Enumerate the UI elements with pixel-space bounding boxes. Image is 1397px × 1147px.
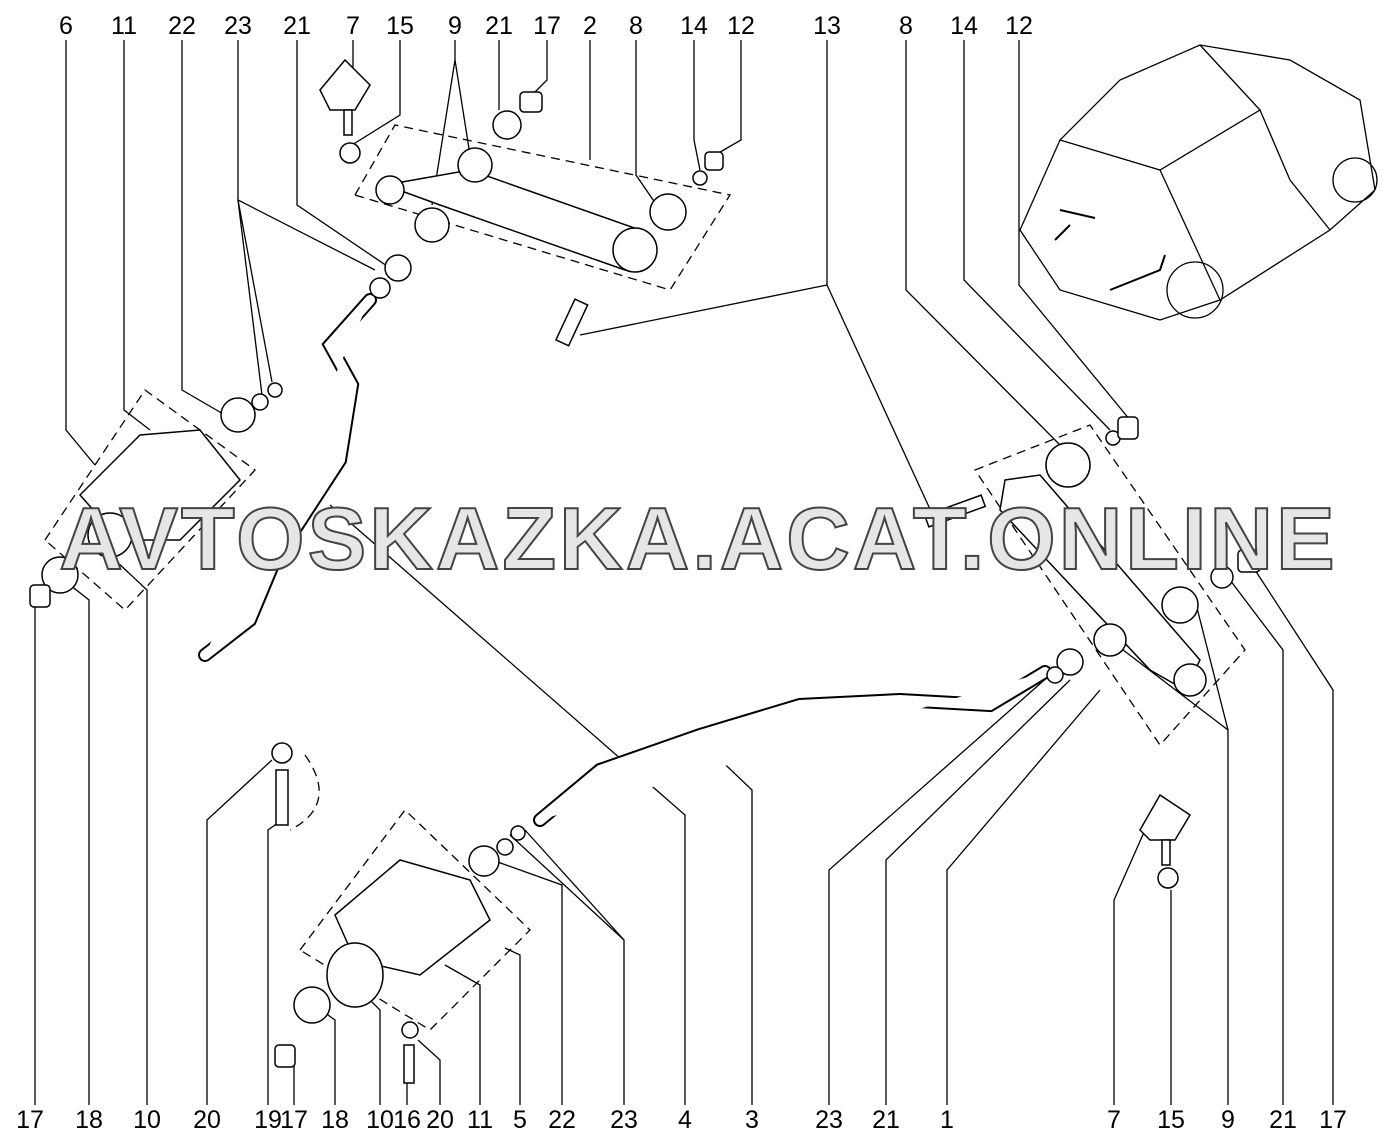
callout-22: 22: [548, 1106, 576, 1134]
assembly-outlines: [44, 124, 1246, 1031]
ball-joint-top: [319, 58, 371, 111]
callout-19: 19: [254, 1106, 282, 1134]
callout-23: 23: [610, 1106, 638, 1134]
callout-12: 12: [727, 12, 755, 40]
callout-2: 2: [583, 12, 597, 40]
callout-21: 21: [485, 12, 513, 40]
callout-21: 21: [283, 12, 311, 40]
callout-18: 18: [321, 1106, 349, 1134]
callout-1: 1: [940, 1106, 954, 1134]
callout-13: 13: [813, 12, 841, 40]
callout-8: 8: [629, 12, 643, 40]
callout-16: 16: [393, 1106, 421, 1134]
callout-14: 14: [680, 12, 708, 40]
callout-14: 14: [950, 12, 978, 40]
callout-8: 8: [899, 12, 913, 40]
callout-17: 17: [1319, 1106, 1347, 1134]
callout-20: 20: [193, 1106, 221, 1134]
callout-17: 17: [280, 1106, 308, 1134]
callout-22: 22: [168, 12, 196, 40]
car-sketch: [1019, 44, 1378, 321]
callout-21: 21: [1269, 1106, 1297, 1134]
callout-18: 18: [75, 1106, 103, 1134]
callout-15: 15: [1157, 1106, 1185, 1134]
callout-12: 12: [1005, 12, 1033, 40]
watermark: AVTOSKAZKA.ACAT.ONLINE: [58, 488, 1338, 589]
ball-joint-bottom: [1139, 793, 1192, 841]
callout-11: 11: [467, 1106, 493, 1134]
callout-17: 17: [16, 1106, 44, 1134]
callout-20: 20: [426, 1106, 454, 1134]
callout-5: 5: [513, 1106, 527, 1134]
callout-6: 6: [59, 12, 73, 40]
callout-10: 10: [133, 1106, 161, 1134]
callout-23: 23: [815, 1106, 843, 1134]
callout-9: 9: [448, 12, 462, 40]
callout-9: 9: [1221, 1106, 1235, 1134]
callout-7: 7: [346, 12, 360, 40]
callout-17: 17: [533, 12, 561, 40]
parts: [29, 58, 1261, 1084]
callout-23: 23: [224, 12, 252, 40]
callout-3: 3: [745, 1106, 759, 1134]
callout-15: 15: [386, 12, 414, 40]
callout-10: 10: [366, 1106, 394, 1134]
callout-21: 21: [872, 1106, 900, 1134]
callout-11: 11: [111, 12, 137, 40]
callout-4: 4: [678, 1106, 692, 1134]
callout-7: 7: [1107, 1106, 1121, 1134]
